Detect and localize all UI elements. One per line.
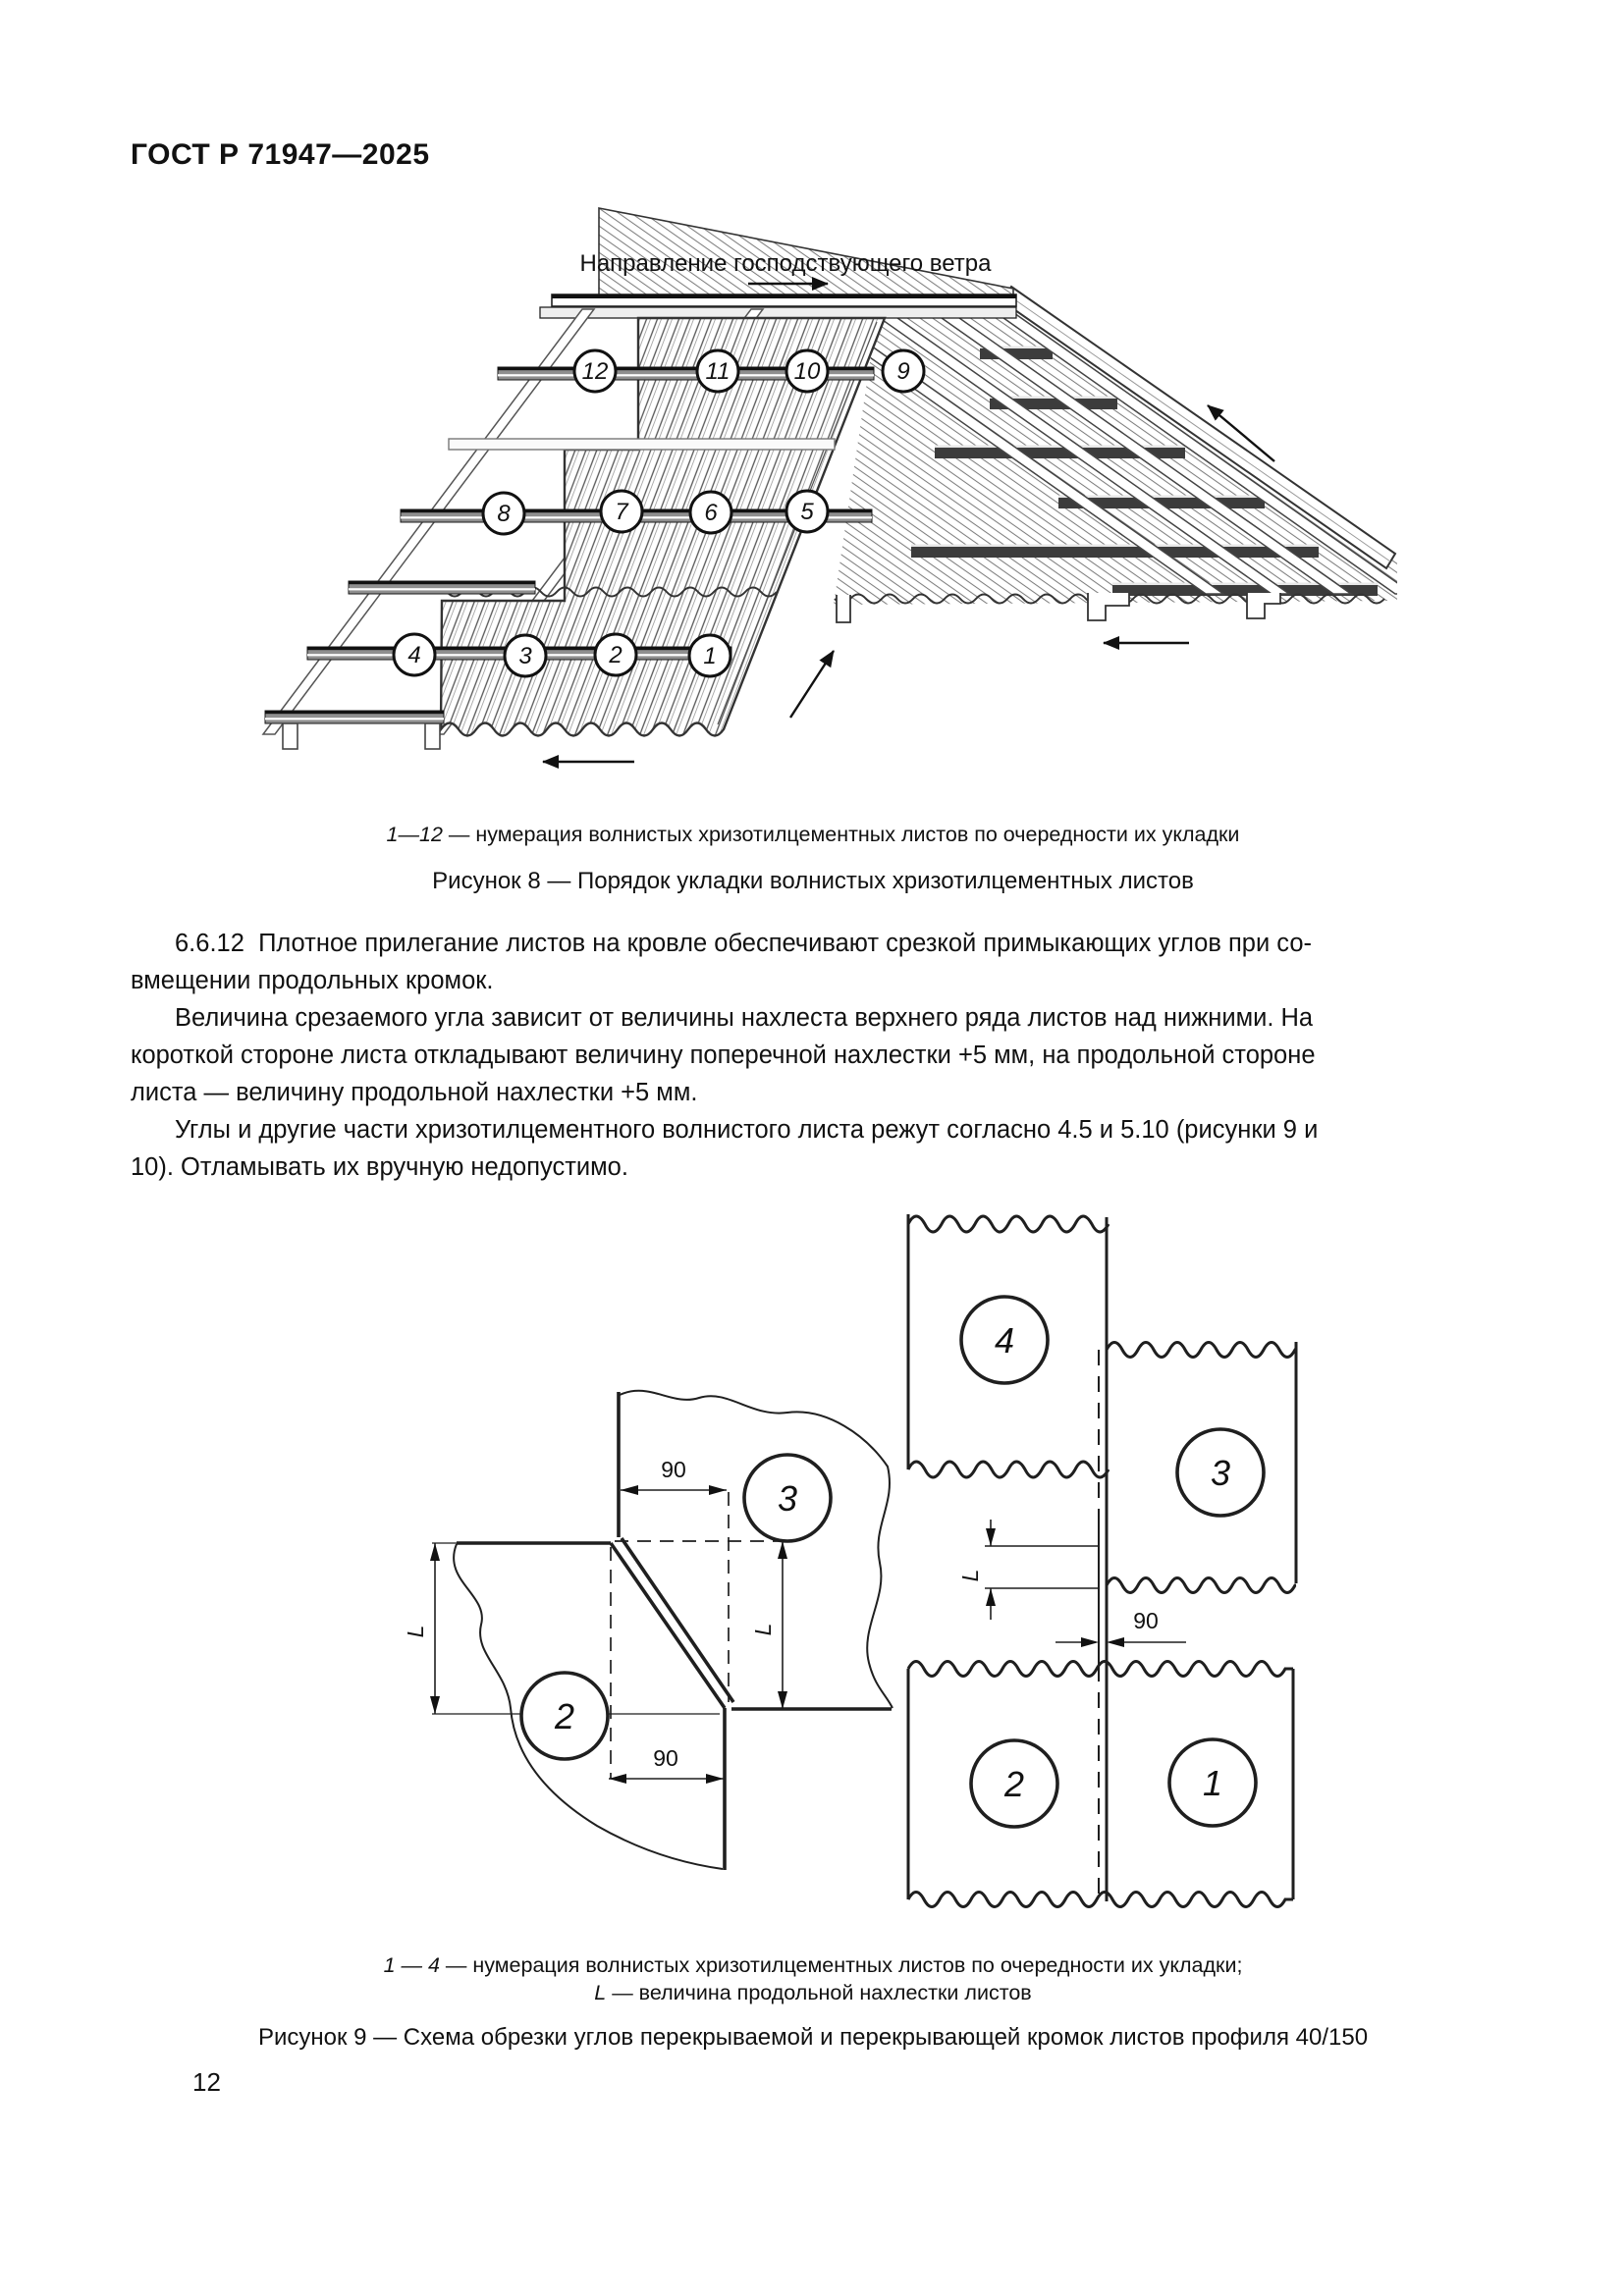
sheets12-bottom-wavy: [906, 1891, 1293, 1908]
sheet3-cut-edge: [620, 1536, 735, 1704]
gable-board-inner-line: [1006, 294, 1391, 562]
sheet-number: 10: [794, 358, 821, 385]
dim-90-label: 90: [653, 1745, 678, 1771]
figure9-legend-line2: L — величина продольной нахлестки листов: [131, 1981, 1495, 2005]
sheet-number: 4: [995, 1320, 1014, 1361]
sheet-number: 2: [608, 642, 622, 668]
laying-direction-arrow-icon: [788, 650, 836, 719]
sheet-number-badges: [392, 348, 926, 678]
fig9-right-dim-labels: L 90: [957, 1570, 1159, 1633]
sheet-number: 7: [615, 499, 629, 525]
sheet-number-labels: 12 11 10 9 8 7 6 5 4 3 2 1: [407, 358, 909, 669]
dim-arrowheads: [430, 1543, 440, 1714]
paragraph-cutting: Углы и другие части хризотилцементного в…: [131, 1116, 1319, 1181]
eave-post: [424, 722, 441, 750]
sheet3-top-wavy: [1105, 1341, 1297, 1359]
figure9-cutting-drawing: 90 90 L L 2 3: [403, 1214, 1298, 1908]
sheet2-cut-edge: [609, 1541, 727, 1710]
dim-L-label: L: [750, 1624, 776, 1636]
rafter-tail: [836, 595, 851, 623]
sheet-number: 3: [1211, 1453, 1230, 1493]
sheet-number: 12: [582, 358, 609, 385]
eave-post: [282, 722, 298, 750]
rafter-tail: [1087, 593, 1130, 621]
sheet-number: 9: [896, 358, 909, 385]
paragraph-6612: 6.6.12 Плотное прилегание листов на кров…: [131, 930, 1313, 994]
body-text: 6.6.12 Плотное прилегание листов на кров…: [131, 925, 1564, 1186]
figure8-caption: Рисунок 8 — Порядок укладки волнистых хр…: [432, 868, 1194, 894]
dim-L-label: L: [957, 1570, 983, 1582]
figure8-legend: 1—12 — нумерация волнистых хризотилцемен…: [131, 823, 1495, 847]
sheet2-torn-edge: [453, 1543, 724, 1870]
figure8-legend-range: 1—12: [386, 823, 443, 846]
fig9-right-detail: [906, 1214, 1298, 1908]
sheet4-top-wavy: [906, 1214, 1110, 1234]
sheet-number: 11: [706, 358, 731, 385]
sheet-number: 3: [778, 1478, 797, 1519]
fig9-left-detail: [430, 1389, 893, 1870]
sheet4-bottom-wavy: [906, 1460, 1110, 1479]
ridge-boards: [539, 294, 1017, 319]
dim-arrowheads: [778, 1541, 787, 1709]
fig9-left-dim-labels: 90 90 L L: [403, 1457, 776, 1771]
figure9-legend-text1: — нумерация волнистых хризотилцементных …: [439, 1953, 1243, 1977]
figure9-caption: Рисунок 9 — Схема обрезки углов перекрыв…: [257, 2024, 1369, 2051]
rafter-tail: [1246, 593, 1281, 619]
figure9-legend-text2: — величина продольной нахлестки листов: [606, 1981, 1032, 2004]
figure8-legend-text: — нумерация волнистых хризотилцементных …: [442, 823, 1240, 846]
sheet-number: 8: [497, 501, 511, 527]
figure8-roof-drawing: 12 11 10 9 8 7 6 5 4 3 2 1 Направление г…: [261, 207, 1397, 769]
dim-L-label: L: [403, 1626, 428, 1638]
hidden-cut-lines: [610, 1492, 781, 1779]
fig9-left-badges: 2 3: [519, 1453, 833, 1761]
dim-arrowheads: [1081, 1637, 1124, 1647]
sheet-number: 5: [800, 499, 814, 525]
direction-arrows: [542, 277, 1275, 769]
figure9-legend-L: L: [594, 1981, 607, 2004]
wind-direction-label: Направление господствующего ветра: [580, 250, 993, 277]
figure9-legend-range: 1 — 4: [383, 1953, 440, 1977]
gost-standard-number: ГОСТ Р 71947—2025: [131, 138, 430, 171]
sheet3-torn-edge: [619, 1389, 893, 1709]
dim-90-label: 90: [661, 1457, 686, 1482]
figure9-legend-line1: 1 — 4 — нумерация волнистых хризотилцеме…: [131, 1953, 1495, 1978]
sheet-number: 3: [518, 643, 532, 669]
dim-arrowheads: [986, 1528, 996, 1606]
sheet-number: 2: [1003, 1764, 1024, 1804]
sheets12-top-wavy: [906, 1660, 1293, 1678]
laying-direction-arrow-icon: [1207, 404, 1275, 462]
sheet-number: 2: [554, 1696, 574, 1736]
fig9-right-badges: 4 3 2 1: [959, 1295, 1266, 1829]
paragraph-overlap: Величина срезаемого угла зависит от вели…: [131, 1004, 1316, 1106]
sheet3-bottom-wavy: [1105, 1576, 1297, 1594]
dim-90-label: 90: [1133, 1608, 1159, 1633]
sheet-number: 6: [704, 500, 718, 526]
sheet-number: 1: [703, 643, 716, 669]
sheet-number: 4: [407, 642, 420, 668]
sheet-number: 1: [1203, 1763, 1222, 1803]
page-number: 12: [192, 2067, 221, 2097]
